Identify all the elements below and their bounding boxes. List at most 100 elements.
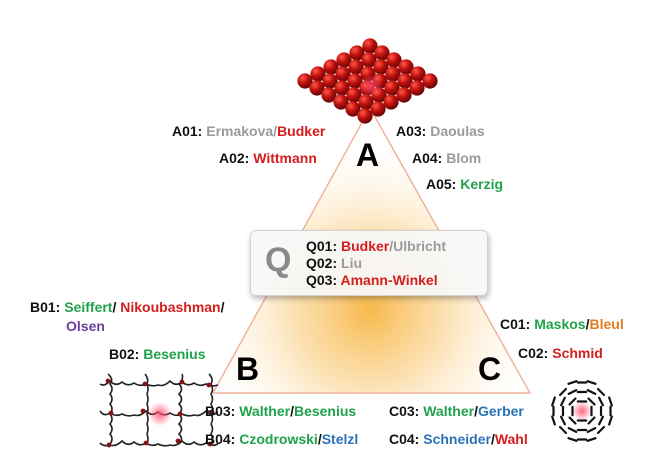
network-junction: [143, 440, 149, 446]
project-b01-line2: Olsen: [66, 318, 105, 335]
corner-label-b: B: [236, 351, 259, 387]
project-name-part: Ulbricht: [393, 238, 447, 254]
project-a02: A02: Wittmann: [219, 150, 317, 167]
project-name-part: Daoulas: [430, 123, 485, 139]
project-name-part: Schneider: [423, 431, 491, 447]
network-strand: [99, 379, 219, 387]
q-letter: Q: [265, 241, 292, 279]
lattice-sphere: [346, 87, 362, 103]
project-q02: Q02: Liu: [306, 255, 446, 272]
network-junction: [206, 382, 212, 388]
network-junction: [140, 408, 146, 414]
spin-glow: [572, 401, 592, 421]
spin-dash: [551, 396, 556, 407]
project-name-part: Schmid: [552, 345, 603, 361]
spin-dash: [587, 397, 596, 406]
project-name-part: /: [490, 431, 495, 447]
lattice-sphere: [310, 66, 326, 82]
project-a05: A05: Kerzig: [426, 176, 503, 193]
project-code: C04:: [389, 431, 424, 447]
spin-dash: [567, 437, 578, 442]
project-name-part: Budker: [277, 123, 326, 139]
project-name-part: Gerber: [477, 403, 524, 419]
project-name-part: Maskos: [534, 316, 586, 332]
network-junction: [207, 441, 213, 447]
corner-label-c: C: [478, 351, 501, 387]
project-code: A04:: [412, 150, 447, 166]
network-strand: [208, 373, 214, 445]
spin-dash: [596, 425, 606, 435]
q-project-list: Q01: Budker/Ulbricht Q02: Liu Q03: Amann…: [306, 238, 446, 289]
lattice-sphere: [383, 94, 399, 110]
project-a01: A01: Ermakova/Budker: [172, 123, 325, 140]
q-projects-box: Q Q01: Budker/Ulbricht Q02: Liu Q03: Ama…: [250, 230, 488, 296]
project-name-part: Walther: [239, 403, 291, 419]
project-name-part: /: [389, 238, 394, 254]
project-code: B04:: [205, 431, 240, 447]
project-name-part: Blom: [446, 150, 482, 166]
project-name-part: Wahl: [494, 431, 528, 447]
spin-dash: [567, 389, 578, 395]
project-code: A03:: [396, 123, 431, 139]
project-code: C01:: [500, 316, 535, 332]
project-name-part: Besenius: [293, 403, 357, 419]
lattice-sphere: [321, 87, 337, 103]
lattice-sphere: [422, 73, 438, 89]
spin-dash: [598, 396, 604, 407]
network-strand: [107, 373, 113, 445]
project-name-part: Stelzl: [321, 431, 359, 447]
spin-dash: [586, 380, 597, 385]
project-name-part: /: [220, 299, 225, 315]
network-junction: [177, 411, 183, 417]
project-c03: C03: Walther/Gerber: [389, 403, 524, 420]
project-name-part: Budker: [341, 238, 390, 254]
lattice-sphere: [347, 73, 363, 89]
lattice-sphere: [348, 59, 364, 75]
project-code: A05:: [426, 176, 461, 192]
spin-dash: [567, 427, 578, 433]
project-name-part: /: [585, 316, 590, 332]
spin-dash: [586, 437, 597, 442]
project-c01: C01: Maskos/Bleul: [500, 316, 624, 333]
project-q03: Q03: Amann-Winkel: [306, 272, 446, 289]
lattice-sphere: [373, 59, 389, 75]
project-b03: B03: Walther/Besenius: [205, 403, 356, 420]
project-name-part: Seiffert: [64, 299, 113, 315]
spin-dash: [567, 380, 578, 385]
network-junction: [108, 410, 114, 416]
lattice-sphere: [334, 80, 350, 96]
project-c02: C02: Schmid: [518, 345, 603, 362]
project-name-part: Bleul: [589, 316, 624, 332]
spin-dash: [608, 415, 613, 426]
lattice-sphere: [345, 101, 361, 117]
spin-dash: [586, 389, 597, 395]
project-code: B02:: [109, 346, 144, 362]
network-strand: [99, 439, 219, 447]
project-code: Q02:: [306, 255, 342, 271]
project-name-part: Wittmann: [253, 150, 317, 166]
project-code: Q01:: [306, 238, 342, 254]
network-junction: [106, 442, 112, 448]
project-name-part: /: [317, 431, 322, 447]
spin-dash: [587, 416, 596, 425]
project-a04: A04: Blom: [412, 150, 481, 167]
project-name-part: Olsen: [66, 318, 105, 334]
lattice-sphere: [309, 80, 325, 96]
network-junction: [179, 379, 185, 385]
project-name-part: Walther: [423, 403, 475, 419]
lattice-sphere: [358, 94, 374, 110]
project-code: Q03:: [306, 272, 341, 288]
lattice-sphere: [357, 108, 373, 124]
network-junction: [209, 409, 215, 415]
spin-dash: [568, 397, 577, 406]
project-name-part: Ermakova: [206, 123, 274, 139]
lattice-sphere: [370, 101, 386, 117]
project-a03: A03: Daoulas: [396, 123, 485, 140]
lattice-sphere: [409, 80, 425, 96]
project-code: C03:: [389, 403, 424, 419]
lattice-sphere: [410, 66, 426, 82]
lattice-sphere: [384, 80, 400, 96]
red-sphere-lattice-icon: [297, 38, 438, 124]
lattice-sphere: [374, 45, 390, 61]
project-code: C02:: [518, 345, 553, 361]
